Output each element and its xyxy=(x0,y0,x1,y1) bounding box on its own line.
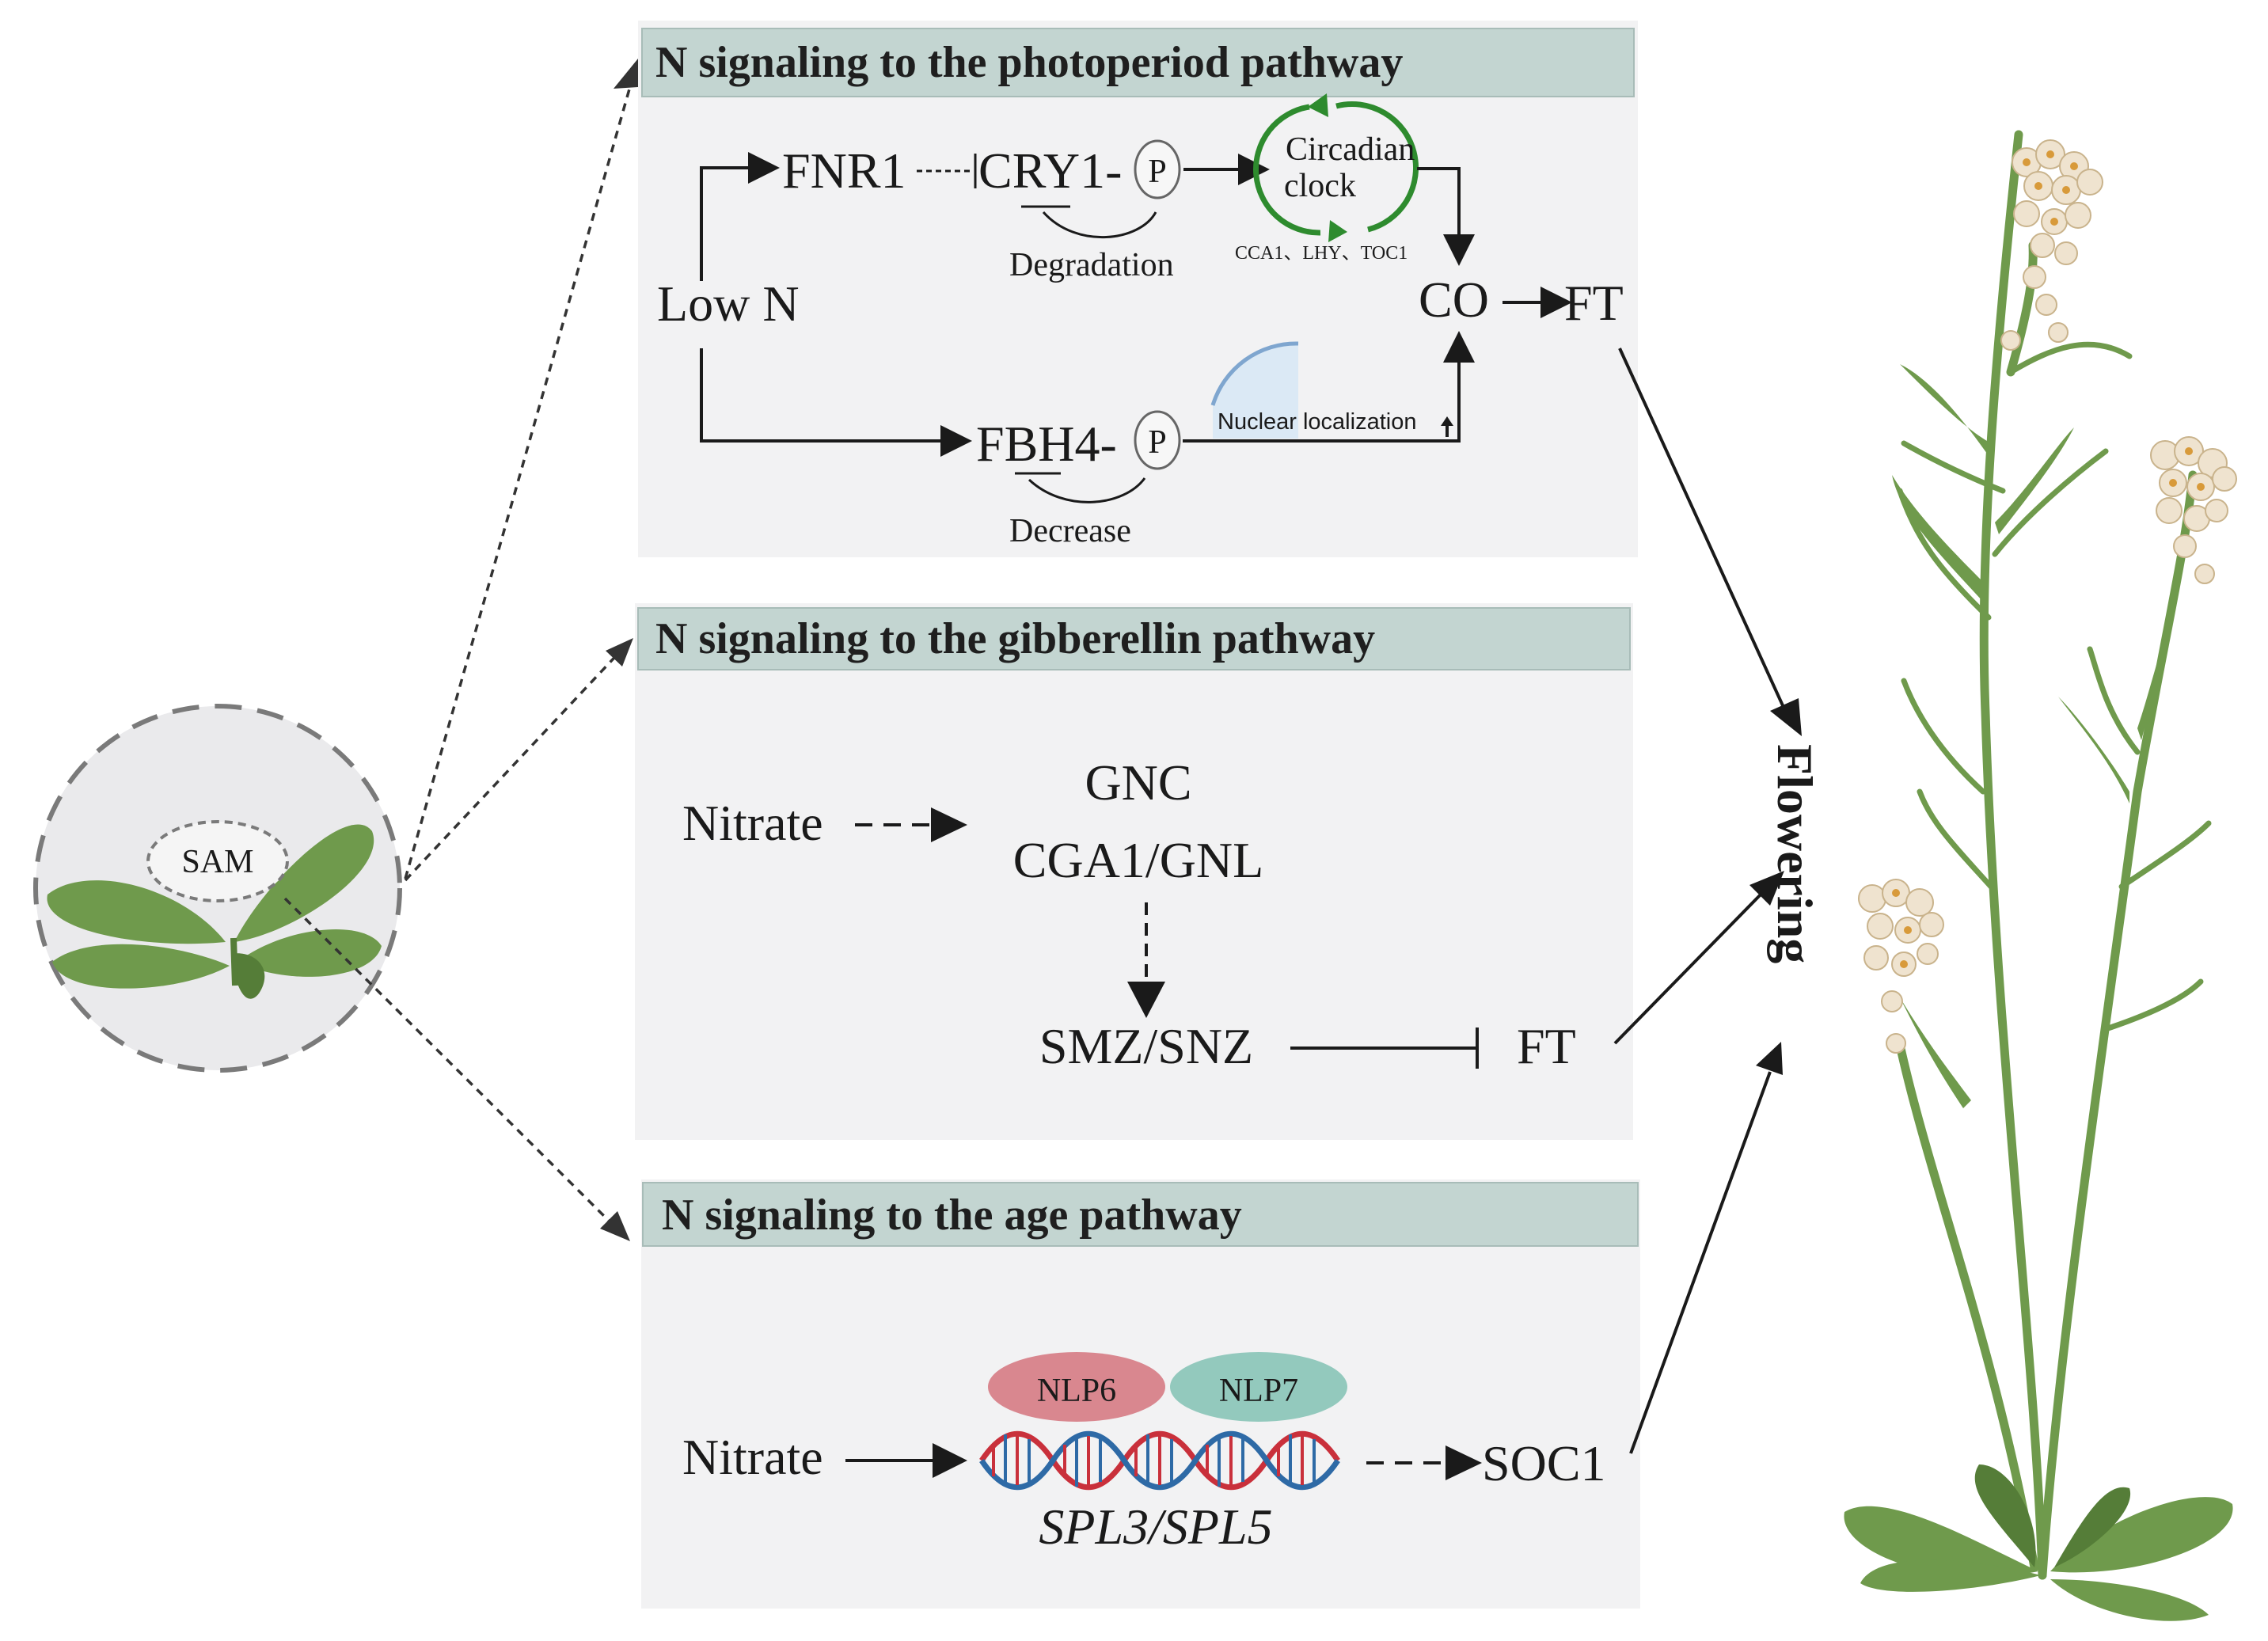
gibberellin-header-bar xyxy=(637,607,1631,670)
fbh4-phospho: P xyxy=(1148,424,1166,461)
circadian-label-1: Circadian xyxy=(1286,131,1415,168)
circadian-clock xyxy=(1253,93,1419,242)
gnc-label: GNC xyxy=(1085,754,1191,811)
nlp6-label: NLP6 xyxy=(1037,1373,1116,1409)
degradation-label: Degradation xyxy=(1009,247,1174,283)
to-flowering-arrows xyxy=(1613,348,1787,1454)
gibberellin-header: N signaling to the gibberellin pathway xyxy=(655,614,1375,663)
soc1-label: SOC1 xyxy=(1482,1435,1606,1491)
cry1-label: CRY1- xyxy=(978,142,1122,199)
co-label: CO xyxy=(1419,272,1489,328)
ft-label-gib: FT xyxy=(1517,1018,1576,1074)
to-flowering-arrowheads xyxy=(1749,698,1802,1075)
age-header-bar xyxy=(642,1182,1639,1247)
nitrate-label-gib: Nitrate xyxy=(682,795,823,851)
spl-label: SPL3/SPL5 xyxy=(1039,1499,1272,1555)
smz-label: SMZ/SNZ xyxy=(1039,1018,1253,1074)
fbh4-label: FBH4- xyxy=(976,416,1117,472)
photoperiod-content: Low N FNR1 CRY1- P Degradation Circadian… xyxy=(657,93,1624,549)
decrease-label: Decrease xyxy=(1009,513,1131,549)
photoperiod-header: N signaling to the photoperiod pathway xyxy=(655,38,1403,87)
nlp7-blob xyxy=(1170,1352,1347,1422)
nitrate-label-age: Nitrate xyxy=(682,1429,823,1485)
circadian-label-2: clock xyxy=(1284,168,1356,204)
ft-label-photoperiod: FT xyxy=(1564,275,1624,331)
age-content: NLP6 NLP7 Nitrate SPL3/SPL5 xyxy=(682,1352,1606,1555)
flowering-plant xyxy=(1844,130,2237,1621)
cga1-label: CGA1/GNL xyxy=(1013,832,1263,888)
fnr1-label: FNR1 xyxy=(782,142,906,199)
nlp6-blob xyxy=(988,1352,1165,1422)
sam-label: SAM xyxy=(181,844,253,880)
clock-genes-label: CCA1、LHY、TOC1 xyxy=(1235,243,1408,264)
cry1-phospho: P xyxy=(1148,154,1166,190)
gibberellin-panel xyxy=(635,603,1633,1140)
sam-to-panels-arrows xyxy=(283,74,635,1223)
photoperiod-panel xyxy=(638,21,1638,557)
age-header: N signaling to the age pathway xyxy=(662,1191,1242,1240)
nlp7-label: NLP7 xyxy=(1219,1373,1298,1409)
rosette-plant: SAM xyxy=(33,704,402,1073)
sam-arrowheads xyxy=(600,59,638,1241)
low-n-label: Low N xyxy=(657,275,800,332)
gibberellin-content: Nitrate GNC CGA1/GNL SMZ/SNZ FT xyxy=(682,754,1576,1074)
photoperiod-header-bar xyxy=(641,28,1635,97)
flower-clusters xyxy=(1858,139,2237,1054)
nuclear-localization-label: Nuclear localization xyxy=(1218,409,1416,435)
dna-helix xyxy=(979,1430,1340,1491)
flowering-label: Flowering xyxy=(1767,744,1823,963)
